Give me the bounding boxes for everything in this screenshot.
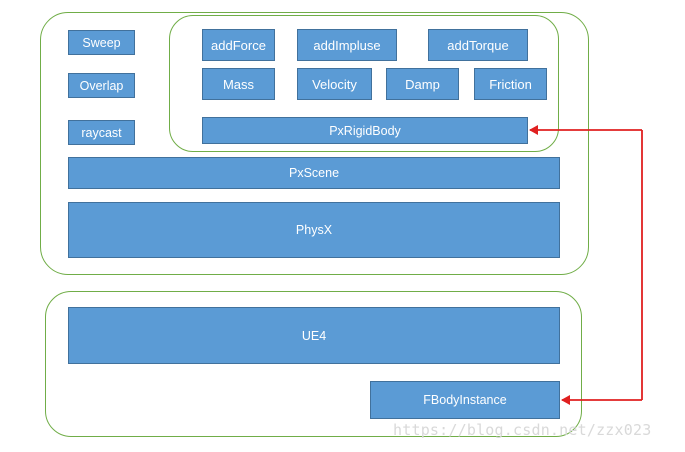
mass-box: Mass — [202, 68, 275, 100]
physx-box: PhysX — [68, 202, 560, 258]
watermark-text: https://blog.csdn.net/zzx023 — [393, 421, 652, 439]
overlap-box: Overlap — [68, 73, 135, 98]
addforce-box: addForce — [202, 29, 275, 61]
ue4-box: UE4 — [68, 307, 560, 364]
friction-box: Friction — [474, 68, 547, 100]
sweep-box: Sweep — [68, 30, 135, 55]
rigidbody-group — [169, 15, 559, 152]
fbodyinstance-box: FBodyInstance — [370, 381, 560, 419]
raycast-box: raycast — [68, 120, 135, 145]
pxscene-box: PxScene — [68, 157, 560, 189]
addtorque-box: addTorque — [428, 29, 528, 61]
velocity-box: Velocity — [297, 68, 372, 100]
addimpluse-box: addImpluse — [297, 29, 397, 61]
physx-group — [40, 12, 589, 275]
pxrigidbody-box: PxRigidBody — [202, 117, 528, 144]
damp-box: Damp — [386, 68, 459, 100]
ue4-group — [45, 291, 582, 437]
